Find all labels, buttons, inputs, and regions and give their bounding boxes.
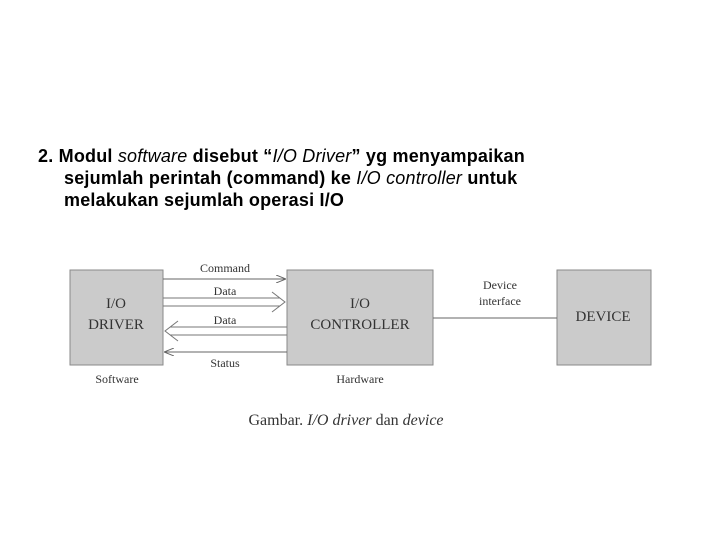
controller-label-line1: I/O — [350, 296, 370, 312]
italic-term: software — [117, 146, 188, 166]
figure-caption: Gambar. I/O driver dan device — [248, 412, 443, 429]
paragraph-line-2: sejumlah perintah (command) ke I/O contr… — [38, 167, 708, 189]
paragraph-line-3: melakukan sejumlah operasi I/O — [64, 190, 345, 210]
driver-label-line2: DRIVER — [88, 317, 144, 333]
text-segment: untuk — [462, 168, 518, 188]
caption-italic: I/O driver — [306, 412, 372, 429]
text-segment: ” yg menyampaikan — [351, 146, 525, 166]
data-out-label: Data — [214, 284, 237, 298]
driver-label-line1: I/O — [106, 296, 126, 312]
data-out-arrow — [163, 291, 286, 313]
device-interface-label-1: Device — [483, 278, 517, 292]
command-label: Command — [200, 261, 250, 275]
bullet-paragraph: 2. Modul software disebut “I/O Driver” y… — [38, 145, 708, 211]
device-box — [556, 269, 652, 366]
device-interface-label-2: interface — [479, 294, 521, 308]
device-label: DEVICE — [576, 309, 631, 325]
text-segment: Modul — [58, 146, 118, 166]
caption-suffix: dan — [372, 412, 403, 429]
hardware-label: Hardware — [336, 372, 383, 386]
data-in-label: Data — [214, 313, 237, 327]
software-label: Software — [95, 372, 138, 386]
italic-term: I/O controller — [356, 168, 463, 188]
status-label: Status — [210, 356, 240, 370]
text-segment: disebut “ — [187, 146, 273, 166]
list-number: 2. — [38, 146, 54, 166]
text-segment: sejumlah perintah (command) ke — [64, 168, 357, 188]
italic-term: I/O Driver — [272, 146, 352, 166]
data-in-arrow — [164, 320, 287, 342]
caption-prefix: Gambar. — [248, 412, 307, 429]
controller-label-line2: CONTROLLER — [310, 317, 409, 333]
paragraph-line-1: 2. Modul software disebut “I/O Driver” y… — [38, 145, 708, 167]
io-driver-box — [69, 269, 164, 366]
caption-italic-2: device — [403, 412, 444, 429]
